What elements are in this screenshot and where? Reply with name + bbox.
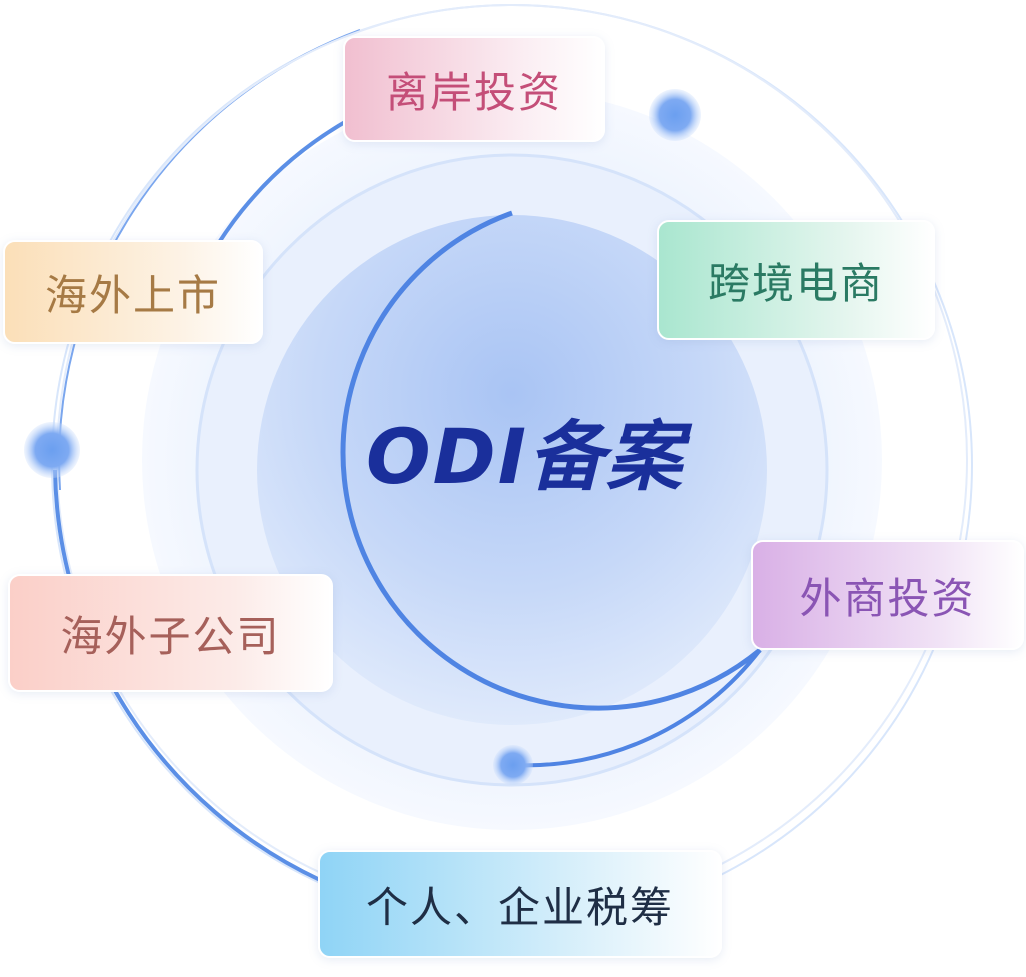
tag-overseas-listing: 海外上市	[3, 240, 263, 344]
node-left	[24, 422, 80, 478]
tag-cross-border-ecommerce: 跨境电商	[657, 220, 935, 340]
node-top-right	[649, 89, 701, 141]
tag-overseas-subsidiary: 海外子公司	[8, 574, 333, 692]
core-ring-arc	[340, 210, 762, 711]
tag-foreign-investment: 外商投资	[751, 540, 1024, 650]
core-ring-arc-lower	[511, 648, 762, 768]
node-bottom	[493, 745, 533, 785]
middle-ring-arc-bottom	[53, 469, 321, 882]
center-title: ODI备案	[366, 412, 684, 501]
tag-offshore-investment: 离岸投资	[343, 36, 605, 142]
core-disc	[257, 215, 767, 725]
tag-tax-planning: 个人、企业税筹	[318, 850, 722, 958]
